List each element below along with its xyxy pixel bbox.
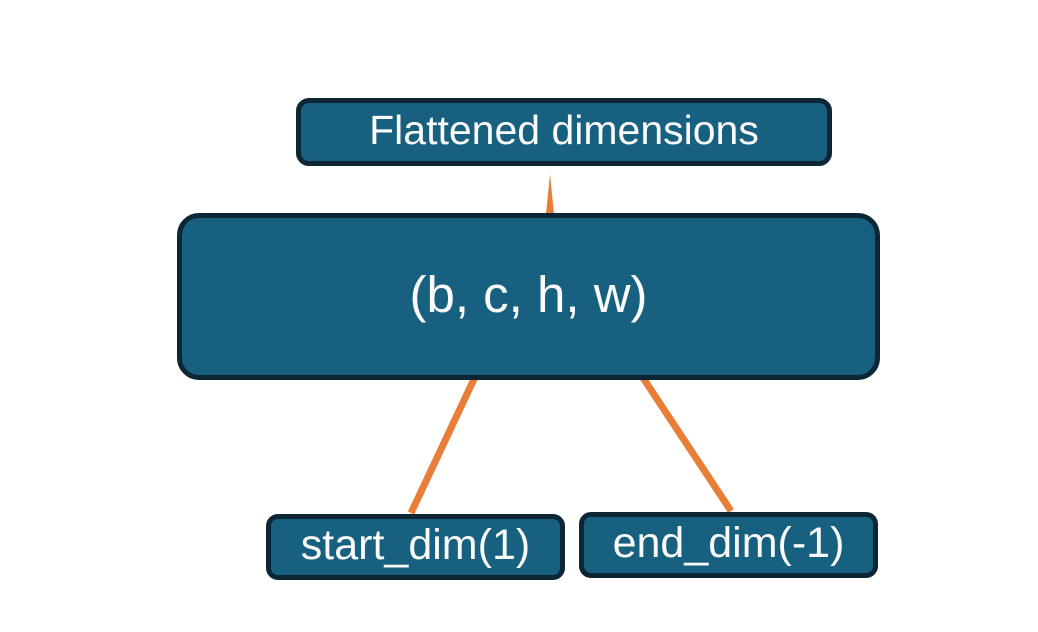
tensor-shape-label: (b, c, h, w) xyxy=(409,266,648,323)
node-flattened-dimensions: Flattened dimensions xyxy=(296,98,832,166)
flattened-dimensions-label: Flattened dimensions xyxy=(369,106,759,153)
node-end-dim: end_dim(-1) xyxy=(579,512,878,578)
end-dim-label: end_dim(-1) xyxy=(612,518,845,567)
node-start-dim: start_dim(1) xyxy=(266,514,565,580)
start-dim-label: start_dim(1) xyxy=(300,520,531,569)
node-tensor-shape: (b, c, h, w) xyxy=(177,213,880,380)
